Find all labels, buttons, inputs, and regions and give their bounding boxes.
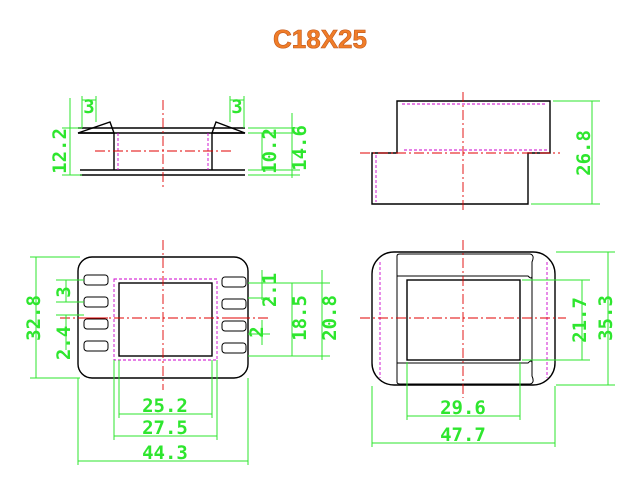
dim-pin-dia: 2.4 [53,326,75,360]
bottom-right-view: 21.7 35.3 29.6 47.7 [360,240,617,447]
core-window [118,282,213,357]
dim-window-height: 18.5 [289,295,311,341]
core-outline [371,251,556,386]
end-view-outline [371,100,551,205]
core-window [406,279,521,361]
dim-pin-pitch: 3 [53,286,75,297]
drawing-title: C18X25 [273,24,367,54]
dim-overall-height: 35.3 [595,295,617,341]
dim-lead-right: 3 [231,96,242,118]
dim-window-width: 29.6 [440,397,486,419]
dim-slot-a: 2.1 [259,273,281,307]
dim-window-height: 21.7 [569,297,591,343]
dim-outer-height: 20.8 [319,295,341,341]
dim-window-width: 25.2 [142,395,188,417]
dim-end-height: 26.8 [573,130,595,176]
dim-overall-width: 44.3 [142,442,188,464]
top-right-view: 26.8 [360,92,600,212]
dim-plan-height: 32.8 [23,295,45,341]
dim-height-left: 12.2 [49,128,71,174]
dim-slot-b: 2 [246,326,268,337]
dim-inner-height: 10.2 [259,128,281,174]
upper-rail [396,253,534,279]
lower-rail [396,360,534,385]
bottom-left-view: 32.8 3 2.4 2.1 2 18.5 20.8 25.2 27.5 44.… [23,240,341,465]
bobbin-outline [77,256,249,379]
dim-lead-left: 3 [83,96,94,118]
left-pins [83,274,109,352]
dim-flange-width: 27.5 [142,417,188,439]
dim-overall-width: 47.7 [440,424,486,446]
top-left-view: 3 3 12.2 10.2 14.6 [49,96,311,188]
right-pins [221,276,247,354]
dim-outer-height: 14.6 [289,125,311,171]
